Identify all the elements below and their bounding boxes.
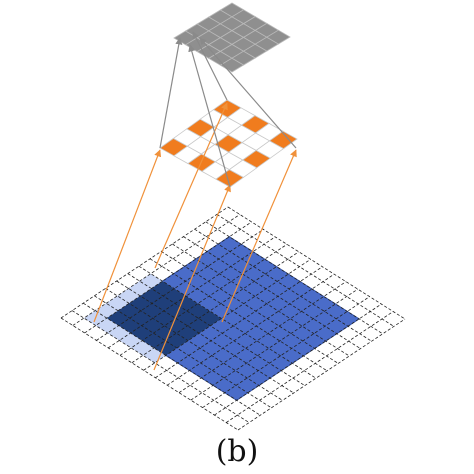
input-grid-line xyxy=(60,206,229,319)
input-grid-line xyxy=(84,221,252,334)
input-grid-line xyxy=(214,303,382,416)
input-grid-line xyxy=(202,296,370,408)
gray-arrow-top xyxy=(192,31,228,101)
orange-arrow-top xyxy=(154,102,228,269)
input-grid-line xyxy=(96,229,264,341)
input-grid-line xyxy=(119,244,288,356)
gray-arrow-left xyxy=(159,37,183,149)
orange-arrow-left xyxy=(93,149,162,323)
input-grid-line xyxy=(155,266,323,379)
input-grid-line xyxy=(107,236,276,349)
input-feature-map xyxy=(60,206,406,431)
orange-arrow-bottom xyxy=(153,184,231,371)
input-grid-line xyxy=(190,288,359,401)
input-grid-line xyxy=(237,318,406,431)
figure-caption: (b) xyxy=(215,434,259,469)
kernel-cell-active xyxy=(268,130,298,150)
orange-arrow-right xyxy=(221,149,297,323)
output-feature-map xyxy=(173,2,291,73)
output-cell xyxy=(266,29,291,45)
input-grid-line xyxy=(178,281,347,393)
input-grid-line xyxy=(131,251,300,364)
gray-arrow-bottom xyxy=(188,44,231,188)
connection-arrows xyxy=(93,31,297,371)
receptive-field-dark xyxy=(106,281,222,356)
input-grid-line xyxy=(72,214,241,326)
input-grid-line xyxy=(225,311,394,423)
input-grid-line xyxy=(143,258,311,371)
gray-arrow-right xyxy=(199,37,297,149)
input-grid-line xyxy=(166,273,335,386)
dilated-kernel-layer xyxy=(159,99,298,188)
